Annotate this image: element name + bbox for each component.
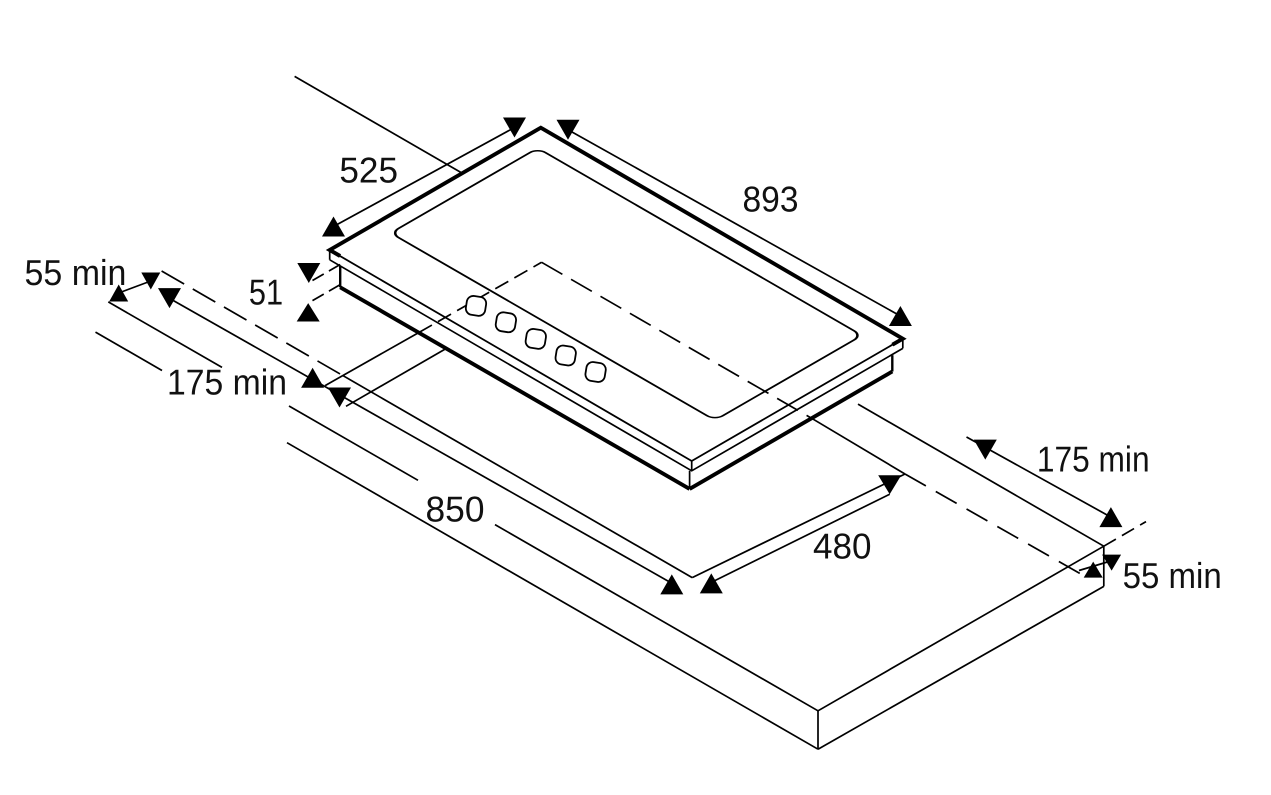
svg-text:55 min: 55 min [1123,555,1222,596]
svg-text:55 min: 55 min [25,252,127,293]
svg-text:175 min: 175 min [167,361,287,402]
svg-text:850: 850 [426,489,485,530]
svg-text:51: 51 [249,272,283,313]
svg-text:525: 525 [339,150,398,191]
svg-text:893: 893 [743,178,799,219]
svg-text:480: 480 [813,526,872,567]
svg-text:175 min: 175 min [1037,439,1150,480]
